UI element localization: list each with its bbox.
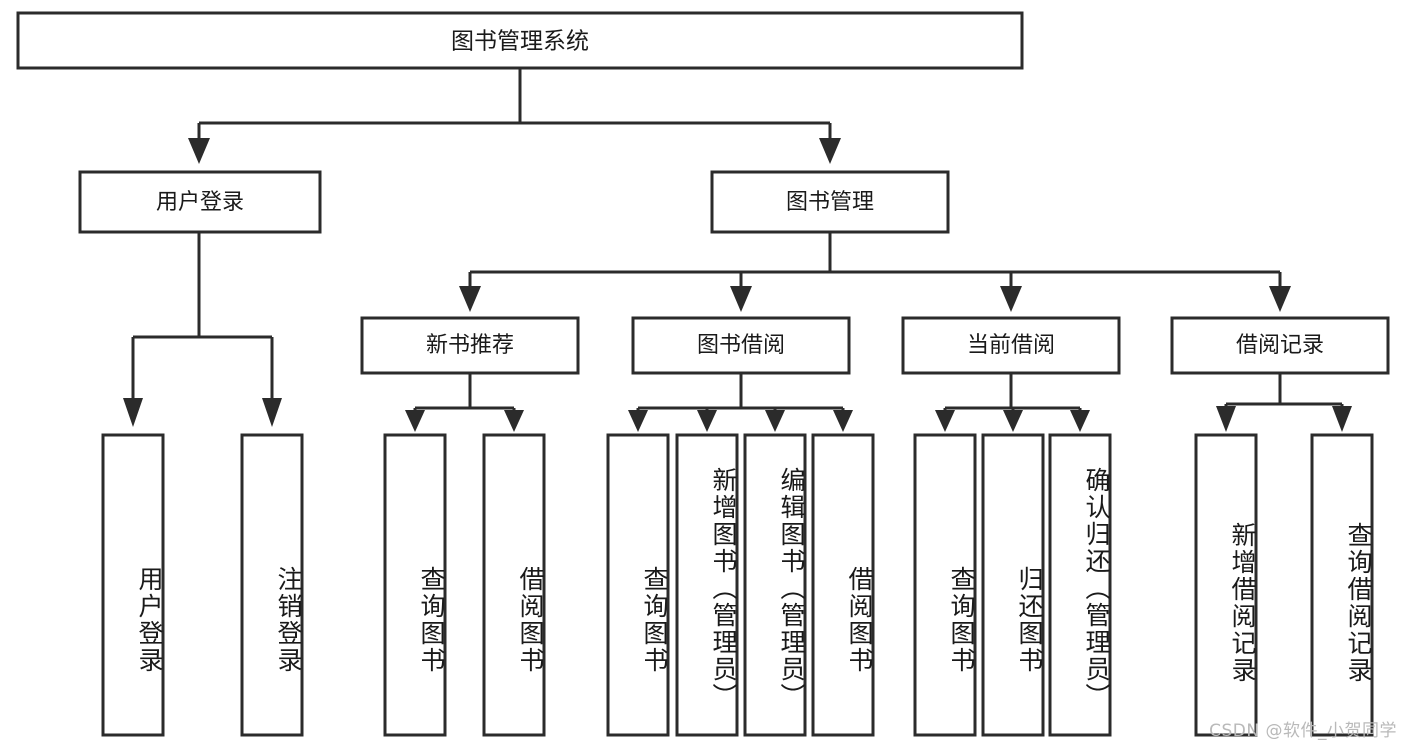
connector-group-new-book-recommend — [405, 373, 524, 432]
leaf-query-book-3-rect[interactable] — [913, 433, 977, 737]
node-book-management[interactable]: 图书管理 — [710, 170, 950, 234]
leaf-logout-login-rect[interactable] — [240, 433, 304, 737]
leaf-query-book-1-rect[interactable] — [383, 433, 447, 737]
leaf-add-book-admin-rect[interactable] — [675, 433, 739, 737]
node-book-management-rect[interactable] — [710, 170, 950, 234]
node-current-borrow-label: 当前借阅 — [967, 333, 1055, 358]
leaf-borrow-book-1-rect[interactable] — [482, 433, 546, 737]
leaf-edit-book-admin-rect[interactable] — [743, 433, 807, 737]
node-title-label: 图书管理系统 — [451, 29, 589, 55]
connector-group-book-management — [459, 232, 1291, 312]
node-user-login-rect[interactable] — [78, 170, 322, 234]
leaf-query-book-2-rect[interactable] — [606, 433, 670, 737]
node-user-login-label: 用户登录 — [156, 190, 244, 215]
node-title-rect[interactable] — [16, 11, 1024, 70]
arrow-head-leaf-add-borrow-record — [1216, 406, 1236, 432]
leaf-borrow-book-2-rect[interactable] — [811, 433, 875, 737]
arrow-head-leaf-logout-login — [262, 398, 282, 427]
arrow-head-leaf-add-book-admin — [697, 410, 717, 432]
arrow-head-leaf-return-book — [1003, 410, 1023, 432]
node-book-management-label: 图书管理 — [786, 190, 874, 215]
leaf-user-login-rect[interactable] — [101, 433, 165, 737]
connector-group-current-borrow — [935, 373, 1090, 432]
node-borrow-record-rect[interactable] — [1170, 316, 1390, 375]
connector-group-book-borrow — [628, 373, 853, 432]
node-new-book-recommend[interactable]: 新书推荐 — [360, 316, 580, 375]
arrow-head-leaf-query-book-3 — [935, 410, 955, 432]
arrow-head-leaf-edit-book-admin — [765, 410, 785, 432]
node-book-borrow[interactable]: 图书借阅 — [631, 316, 851, 375]
node-user-login[interactable]: 用户登录 — [78, 170, 322, 234]
arrow-head-leaf-query-borrow-record — [1332, 406, 1352, 432]
arrow-head-user-login — [188, 138, 210, 164]
connector-group-user-login — [123, 232, 282, 427]
connector-group-borrow-record — [1216, 373, 1352, 432]
node-current-borrow-rect[interactable] — [901, 316, 1121, 375]
arrow-head-leaf-query-book-2 — [628, 410, 648, 432]
leaf-query-borrow-record-rect[interactable] — [1310, 433, 1374, 737]
node-title[interactable]: 图书管理系统 — [16, 11, 1024, 70]
csdn-watermark: CSDN @软件_小贺同学 — [1209, 721, 1397, 741]
arrow-head-current-borrow — [1000, 286, 1022, 312]
leaf-confirm-return-admin-rect[interactable] — [1048, 433, 1112, 737]
arrow-head-leaf-query-book-1 — [405, 410, 425, 432]
node-book-borrow-label: 图书借阅 — [697, 333, 785, 358]
connector-group-root — [188, 68, 841, 164]
node-new-book-recommend-label: 新书推荐 — [426, 333, 514, 358]
leaf-return-book-rect[interactable] — [981, 433, 1045, 737]
node-current-borrow[interactable]: 当前借阅 — [901, 316, 1121, 375]
node-book-borrow-rect[interactable] — [631, 316, 851, 375]
node-borrow-record[interactable]: 借阅记录 — [1170, 316, 1390, 375]
arrow-head-borrow-record — [1269, 286, 1291, 312]
arrow-head-leaf-borrow-book-1 — [504, 410, 524, 432]
node-new-book-recommend-rect[interactable] — [360, 316, 580, 375]
node-borrow-record-label: 借阅记录 — [1236, 333, 1324, 358]
leaf-add-borrow-record-rect[interactable] — [1194, 433, 1258, 737]
arrow-head-book-borrow — [730, 286, 752, 312]
arrow-head-leaf-confirm-return-admin — [1070, 410, 1090, 432]
arrow-head-leaf-user-login — [123, 398, 143, 427]
arrow-head-new-book-recommend — [459, 286, 481, 312]
arrow-head-leaf-borrow-book-2 — [833, 410, 853, 432]
arrow-head-book-management — [819, 138, 841, 164]
